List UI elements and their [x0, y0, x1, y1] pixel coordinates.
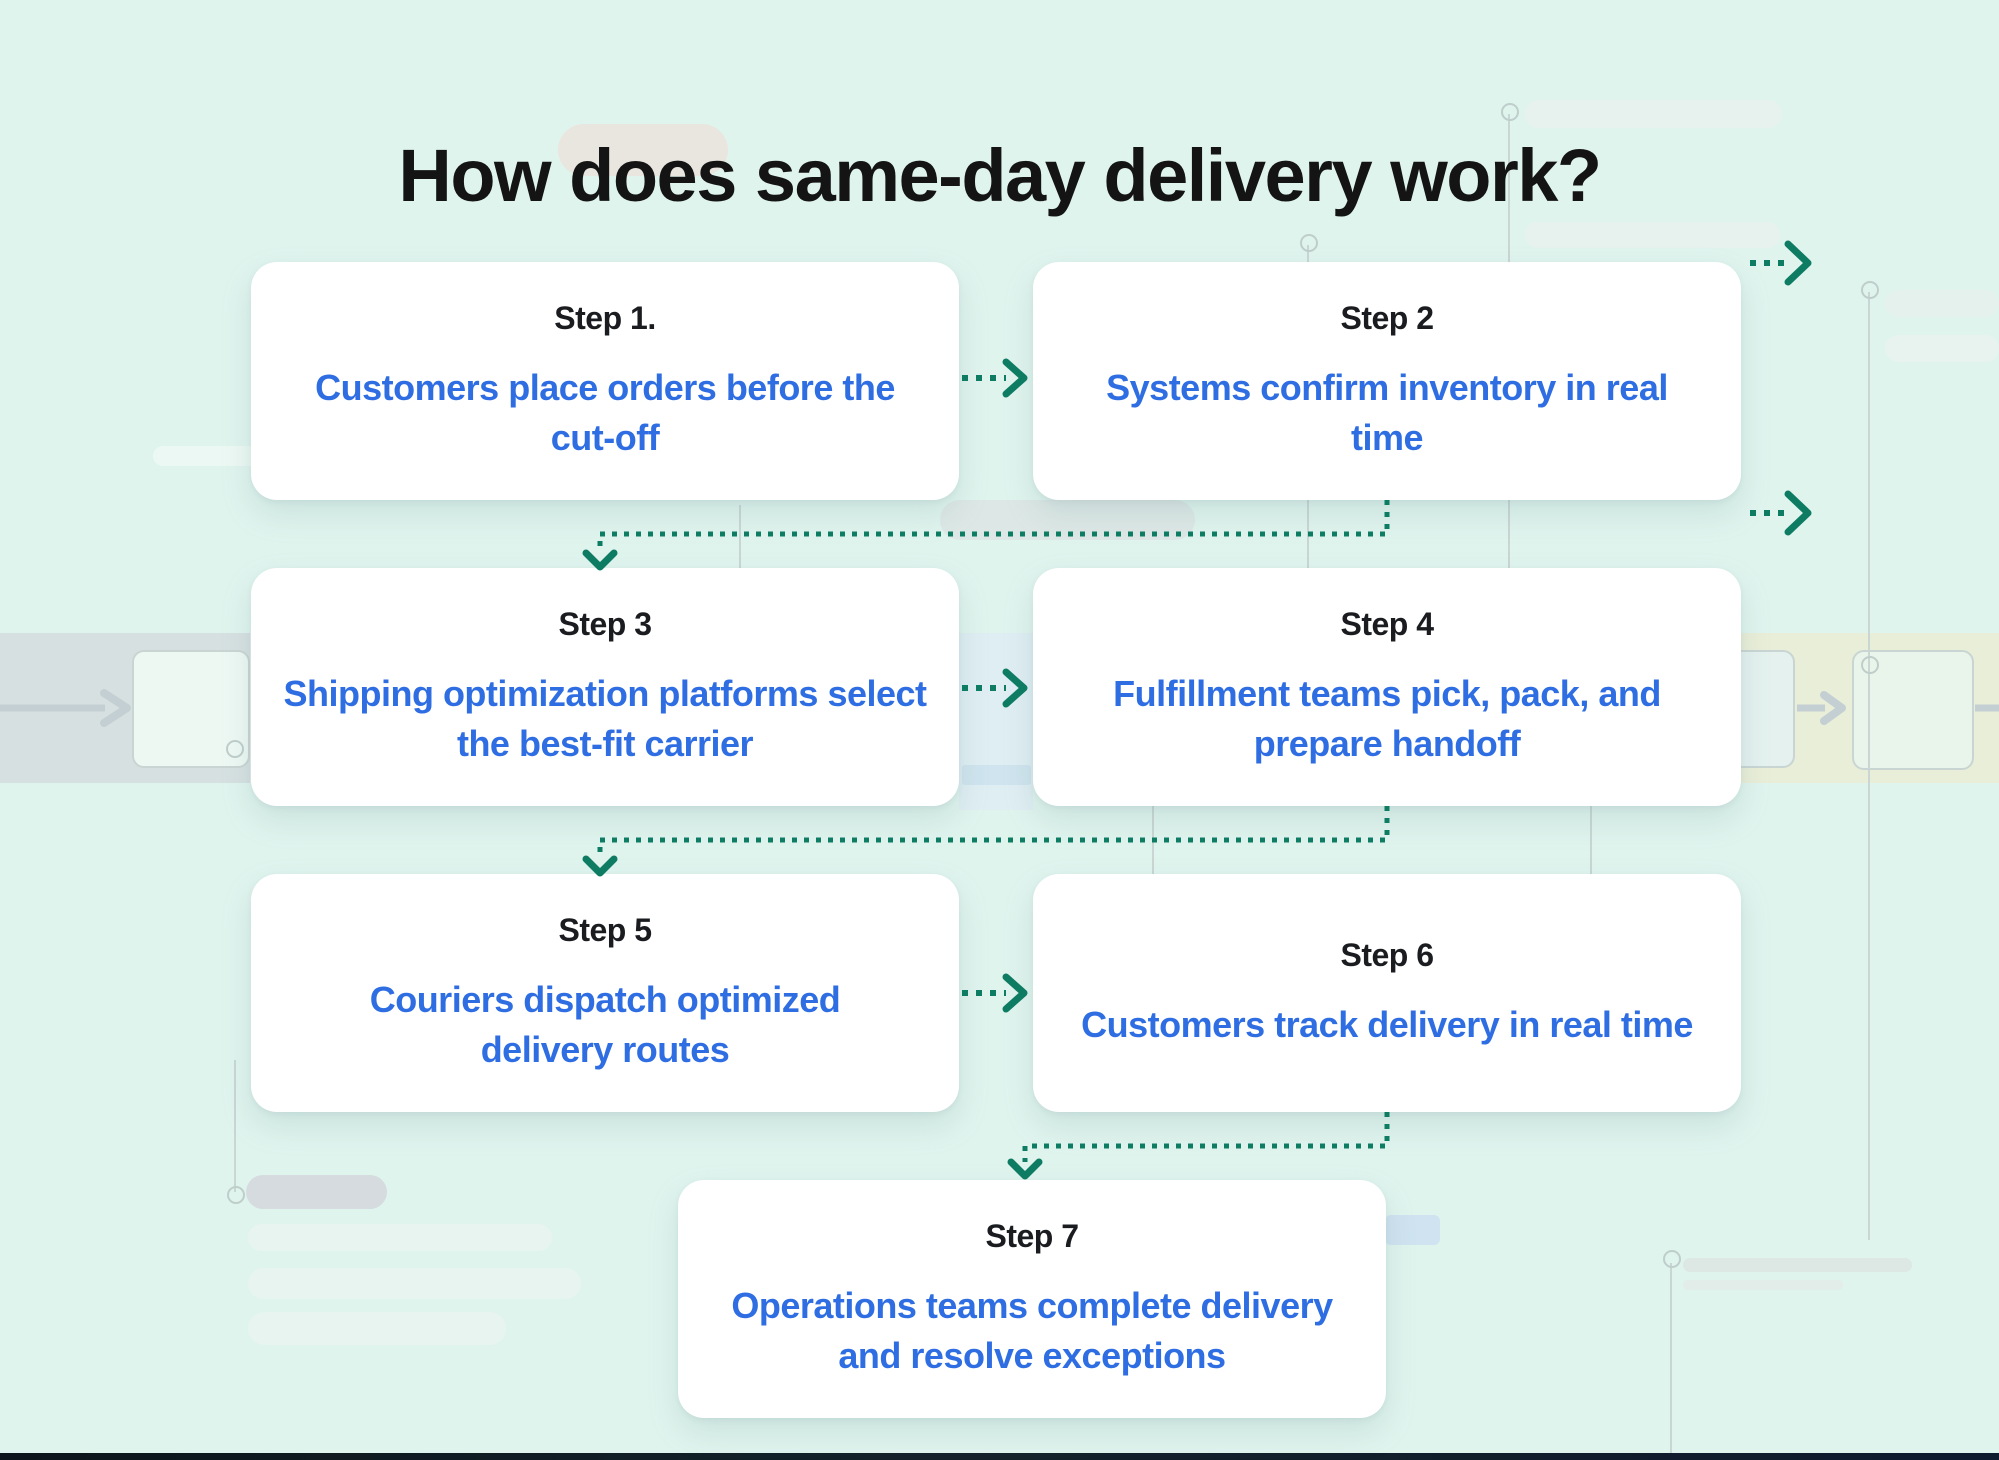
background-arrow-right-icon — [0, 689, 131, 727]
step-card-7: Step 7 Operations teams complete deliver… — [678, 1180, 1386, 1418]
background-chip — [1385, 1215, 1440, 1245]
step-card-1: Step 1. Customers place orders before th… — [251, 262, 959, 500]
step-card-5: Step 5 Couriers dispatch optimized deliv… — [251, 874, 959, 1112]
background-chip — [1683, 1280, 1843, 1290]
background-connector-line — [1590, 806, 1592, 874]
background-chip — [1525, 222, 1780, 248]
connector-dot-icon — [1663, 1250, 1681, 1268]
step-6-description: Customers track delivery in real time — [1081, 1003, 1693, 1045]
background-arrow-stub-icon — [1975, 704, 1999, 712]
arrow-step5-to-step6-icon — [962, 973, 1028, 1013]
arrow-step1-to-step2-icon — [962, 358, 1028, 398]
connector-dot-icon — [226, 740, 244, 758]
step-6-label: Step 6 — [1340, 936, 1434, 973]
background-connector-line — [1670, 1263, 1672, 1453]
connector-dot-icon — [1861, 281, 1879, 299]
connector-dot-icon — [1300, 234, 1318, 252]
step-7-label: Step 7 — [985, 1217, 1079, 1254]
step-1-label: Step 1. — [554, 299, 656, 336]
step-3-label: Step 3 — [558, 605, 652, 642]
arrow-step6-to-step7-icon — [1007, 1112, 1390, 1180]
connector-dot-icon — [227, 1186, 245, 1204]
page-title: How does same-day delivery work? — [398, 134, 1602, 217]
step-2-description: Systems confirm inventory in real time — [1106, 366, 1668, 458]
background-chip — [248, 1224, 552, 1251]
step-5-description: Couriers dispatch optimized delivery rou… — [369, 978, 841, 1070]
arrow-offpage-top-icon — [1750, 240, 1812, 286]
arrow-step3-to-step4-icon — [962, 668, 1028, 708]
bottom-edge-bar — [0, 1453, 1999, 1460]
background-chip — [248, 1312, 506, 1345]
step-card-4: Step 4 Fulfillment teams pick, pack, and… — [1033, 568, 1741, 806]
background-chip — [246, 1175, 387, 1209]
connector-dot-icon — [1861, 656, 1879, 674]
step-card-3: Step 3 Shipping optimization platforms s… — [251, 568, 959, 806]
background-connector-line — [1868, 292, 1870, 1240]
background-chip — [962, 765, 1031, 785]
background-chip — [558, 124, 728, 176]
background-chip — [1683, 1258, 1912, 1272]
background-connector-line — [234, 1060, 236, 1192]
step-5-label: Step 5 — [558, 911, 652, 948]
step-1-description: Customers place orders before the cut-of… — [315, 366, 895, 458]
arrow-offpage-second-icon — [1750, 490, 1812, 536]
step-4-label: Step 4 — [1340, 605, 1434, 642]
connector-dot-icon — [1501, 103, 1519, 121]
step-card-2: Step 2 Systems confirm inventory in real… — [1033, 262, 1741, 500]
step-2-label: Step 2 — [1340, 299, 1434, 336]
background-chip — [1885, 335, 1999, 362]
step-3-description: Shipping optimization platforms select t… — [283, 672, 927, 764]
background-chip — [248, 1268, 581, 1299]
step-7-description: Operations teams complete delivery and r… — [731, 1284, 1333, 1376]
step-card-6: Step 6 Customers track delivery in real … — [1033, 874, 1741, 1112]
arrow-step2-to-step3-icon — [582, 500, 1390, 571]
step-4-description: Fulfillment teams pick, pack, and prepar… — [1113, 672, 1661, 764]
background-arrow-right-icon — [1797, 691, 1846, 725]
background-chip — [1885, 290, 1999, 317]
background-chip — [1525, 100, 1782, 128]
arrow-step4-to-step5-icon — [582, 806, 1390, 877]
